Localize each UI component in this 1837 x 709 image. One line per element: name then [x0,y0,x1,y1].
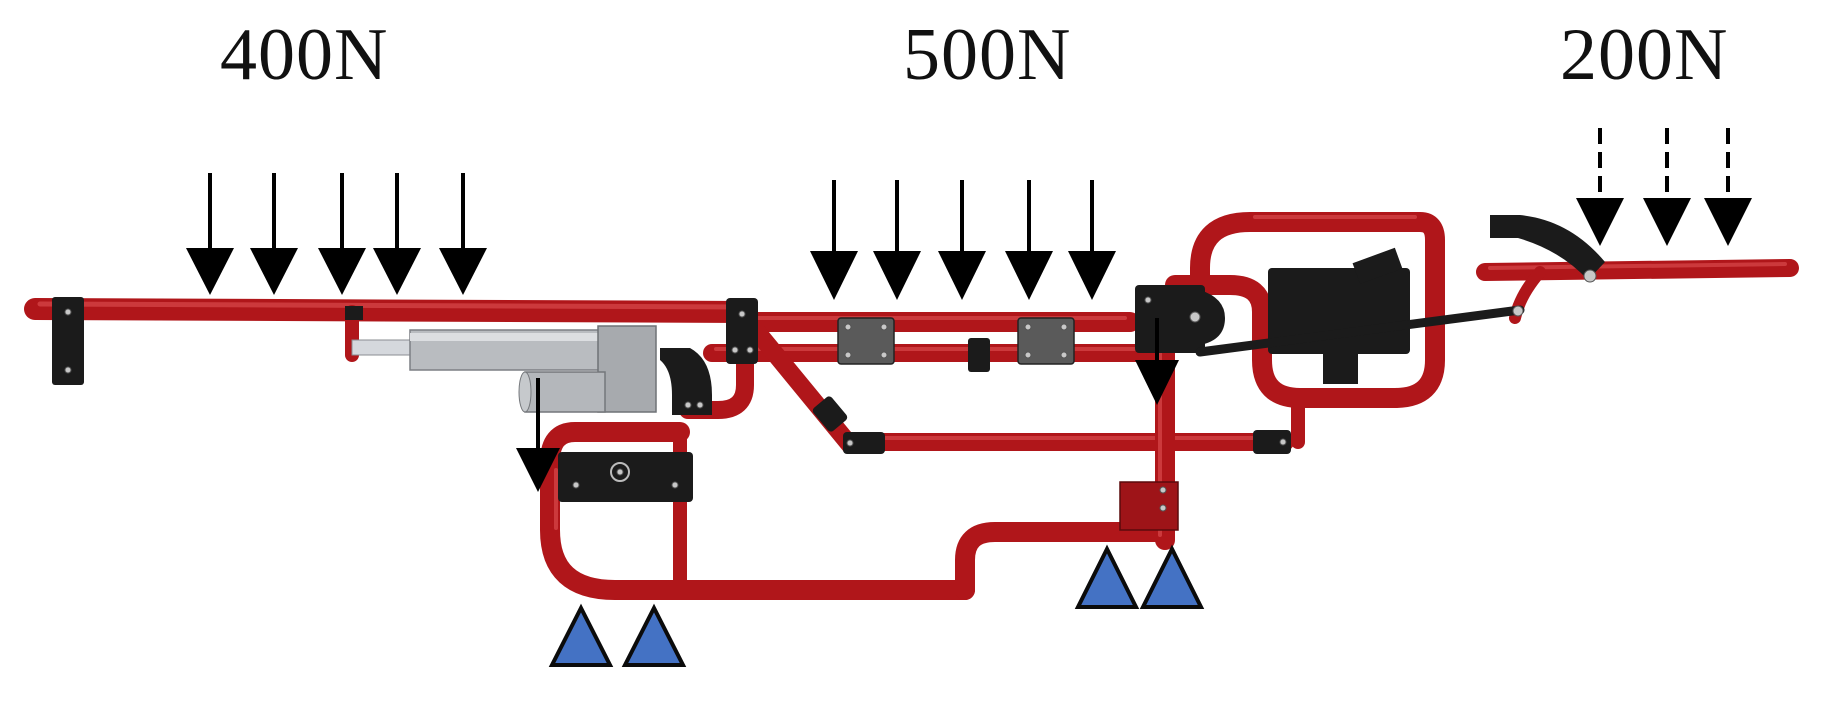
rail-clamp-1 [837,317,895,365]
support-triangle [1074,544,1140,609]
load-arrow [439,173,487,295]
middle-curve-connector [679,351,754,419]
rail-collar [968,338,990,372]
load-arrow [1005,180,1053,300]
load-arrow [938,180,986,300]
frame-tubes [24,212,1799,600]
control-box-mount [1323,354,1358,384]
load-label-400n: 400N [220,14,389,96]
actuator-rod [351,339,413,356]
left-end-bracket [52,297,84,385]
lower-left-loop [540,422,975,600]
loop-load-arrow [516,378,560,492]
loop-motor-plate [558,452,693,502]
brace-pivot-upper [812,396,848,432]
load-arrow [373,173,421,295]
post-load-arrow [1135,318,1179,405]
load-arrow [1068,180,1116,300]
brackets [52,215,1605,531]
load-arrow [873,180,921,300]
frame-arrows [516,318,1179,492]
load-arrow-dashed [1643,128,1691,246]
load-arrow [318,173,366,295]
right-arch-frame [1165,212,1445,408]
actuator-motor-housing [597,325,657,413]
load-arrows-500n [810,180,1116,300]
support-triangle [548,603,614,667]
rail-clamp-2 [1017,317,1075,365]
actuator-mount-bracket [660,348,712,415]
supports [548,544,1205,667]
load-arrow-dashed [1576,128,1624,246]
lower-tube-end-clamp [1253,430,1291,454]
load-arrow [186,173,234,295]
left-top-rail [24,298,756,323]
post-top-bracket [1135,285,1205,353]
load-label-200n: 200N [1560,14,1729,96]
linear-actuator [351,325,657,413]
load-label-500n: 500N [903,14,1072,96]
load-arrow [810,180,858,300]
load-arrows-400n [186,173,487,295]
brace-pivot-lower [843,432,885,454]
curved-top-bracket [1490,215,1605,280]
support-triangle [621,603,687,667]
left-rail-clip [345,306,363,320]
post-clamp [1119,481,1179,531]
load-arrow [250,173,298,295]
load-arrow-dashed [1704,128,1752,246]
base-step-tube [955,522,1175,600]
load-arrows-200n [1576,128,1752,246]
tie-rod [1195,305,1525,357]
support-triangle [1139,544,1205,609]
mid-joint-plate [726,298,758,364]
